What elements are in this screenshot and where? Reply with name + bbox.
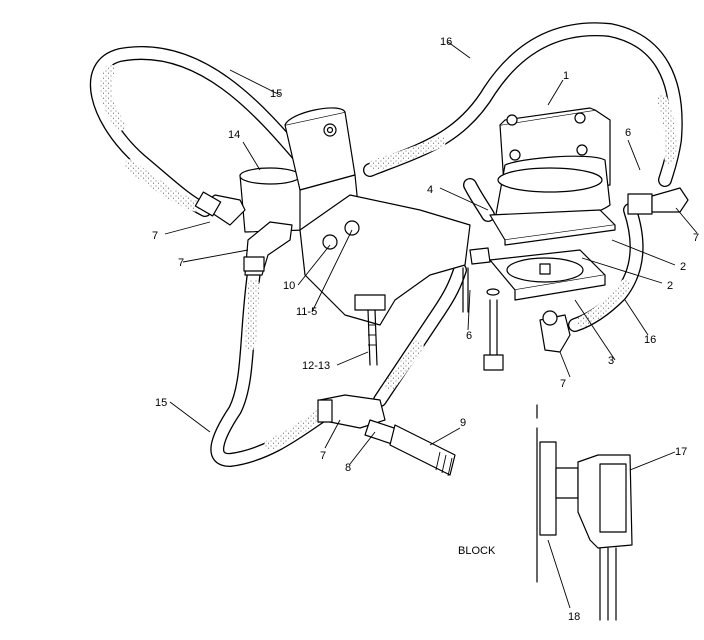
callout-18: 18 (568, 611, 580, 623)
inset-label-block: BLOCK (458, 545, 496, 557)
callout-6-upper: 6 (625, 127, 631, 139)
inset-block-detail (536, 404, 633, 621)
callout-3: 3 (608, 355, 614, 367)
callout-7-right: 7 (693, 232, 699, 244)
callout-14: 14 (228, 129, 240, 141)
callout-15-upper: 15 (270, 88, 282, 100)
bolt-6 (462, 247, 504, 371)
fuel-pump-1 (489, 107, 616, 246)
hose-16-lower (568, 203, 644, 332)
callout-12-13: 12-13 (302, 360, 330, 372)
filter-assembly-14 (239, 107, 361, 233)
elbow-fitting-7-lower-right (539, 310, 571, 353)
elbow-fitting-7-upper-left (194, 191, 246, 226)
callout-10: 10 (283, 280, 295, 292)
hose-15-upper (89, 46, 312, 217)
callout-2-lower: 2 (667, 280, 673, 292)
callout-7-mid-left: 7 (178, 257, 184, 269)
callout-16-upper: 16 (440, 36, 452, 48)
pump-base-3 (489, 249, 606, 301)
callout-2-upper: 2 (680, 261, 686, 273)
elbow-fitting-7-mid-left (243, 221, 293, 276)
callout-9: 9 (460, 417, 466, 429)
callout-16-lower: 16 (644, 334, 656, 346)
callout-7-lower: 7 (320, 450, 326, 462)
callout-15-lower: 15 (155, 397, 167, 409)
leader-lines (164, 41, 698, 609)
hose-15-lower (210, 258, 337, 467)
nipple-8-9 (364, 419, 456, 477)
callout-11-5: 11-5 (296, 306, 317, 318)
callout-7-upper-left: 7 (152, 230, 158, 242)
hose-8-upper (373, 263, 467, 407)
elbow-fitting-7-right (627, 187, 689, 215)
tee-fitting-7-lower (317, 394, 386, 429)
callout-labels: 1 6 4 15 16 14 7 7 10 11-5 12-13 6 2 2 3… (152, 36, 699, 623)
mounting-bracket (299, 194, 471, 366)
callout-6-lower: 6 (466, 330, 472, 342)
callout-8: 8 (345, 462, 351, 474)
hose-16-upper (363, 22, 683, 187)
hose-4-short (463, 178, 495, 222)
callout-4: 4 (427, 184, 433, 196)
callout-7-lower-right: 7 (560, 378, 566, 390)
callout-1: 1 (563, 70, 569, 82)
callout-17: 17 (675, 446, 687, 458)
